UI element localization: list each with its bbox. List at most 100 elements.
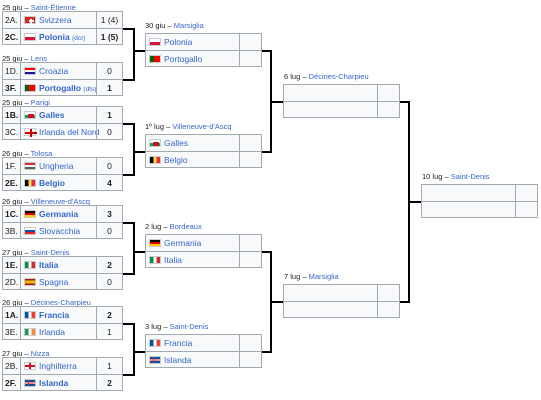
wales-flag-icon [149,139,161,147]
team-name-link[interactable]: Islanda [164,355,192,365]
team-name-link[interactable]: Francia [39,310,70,320]
venue-link[interactable]: Bordeaux [169,222,202,231]
team-cell: Slovacchia [24,223,80,239]
date-separator: – [22,349,31,358]
team-name-link[interactable]: Irlanda del Nord [39,127,100,137]
england-flag-icon [24,362,36,370]
team-name-link[interactable]: Italia [39,260,59,270]
team-name-link[interactable]: Portogallo [164,54,203,64]
bracket-connector [400,101,409,103]
score-cell: 0 [96,158,122,174]
team-name-link[interactable]: Germania [39,209,79,219]
venue-link[interactable]: Marsiglia [308,272,339,281]
bracket-connector [133,151,145,153]
bracket-connector [123,28,134,30]
venue-link[interactable]: Lens [30,54,48,63]
team-name-link[interactable]: Belgio [164,155,188,165]
team-name-link[interactable]: Croazia [39,66,69,76]
team-row: Francia [146,335,261,352]
team-cell: Portogallo [149,51,202,67]
seed-label: 3C. [3,124,21,140]
team-name-link[interactable]: Galles [164,138,189,148]
team-row: Italia [146,252,261,268]
qf-match-header: 1º lug – Villeneuve-d'Ascq [145,122,232,131]
result-note: (dcr) [72,35,86,42]
team-name-link[interactable]: Galles [39,110,65,120]
venue-link[interactable]: Villeneuve-d'Ascq [172,122,232,131]
score-cell: 0 [96,274,122,290]
venue-link[interactable]: Nizza [30,349,50,358]
team-name-link[interactable]: Svizzera [39,15,72,25]
team-cell: Francia [149,335,192,351]
venue-link[interactable]: Décines-Charpieu [30,298,91,307]
score-cell [377,85,399,101]
r16-match-header: 27 giu – Nizza [2,349,50,358]
seed-label: 2C. [3,29,21,45]
bracket-connector [123,174,134,176]
venue-link[interactable]: Saint-Étienne [30,3,76,12]
team-row [284,302,399,318]
venue-link[interactable]: Marsiglia [173,21,204,30]
team-name-link[interactable]: Francia [164,338,193,348]
team-cell: Germania [24,206,78,222]
team-name-link[interactable]: Slovacchia [39,226,81,236]
team-name-link[interactable]: Belgio [39,178,65,188]
bracket-connector [270,101,283,103]
team-name-link[interactable]: Spagna [39,277,69,287]
team-name-link[interactable]: Italia [164,255,182,265]
team-name-link[interactable]: Ungheria [39,161,74,171]
sf-match-header: 7 lug – Marsiglia [284,272,339,281]
bracket-connector [133,222,135,275]
bracket-connector [133,351,145,353]
date-separator: – [22,298,31,307]
team-name-link[interactable]: Inghilterra [39,361,77,371]
venue-link[interactable]: Parigi [30,98,50,107]
team-name-link[interactable]: Irlanda [39,327,65,337]
venue-link[interactable]: Tolosa [30,149,53,158]
score-cell [239,252,261,268]
venue-link[interactable]: Villeneuve-d'Ascq [30,197,91,206]
match-date: 2 lug [145,222,162,231]
northern-ireland-flag-icon [24,128,37,137]
team-name-link[interactable]: Polonia [39,32,70,42]
bracket-connector [123,222,134,224]
team-cell: Polonia (dcr) [24,29,85,45]
date-separator: – [22,149,31,158]
date-separator: – [22,98,31,107]
date-separator: – [161,222,170,231]
seed-label: 1E. [3,257,21,273]
iceland-flag-icon [24,379,36,387]
venue-link[interactable]: Saint-Denis [450,172,490,181]
team-name-link[interactable]: Polonia [164,37,193,47]
score-cell [377,285,399,301]
date-separator: – [22,248,31,257]
team-name-link[interactable]: Islanda [39,378,69,388]
bracket-connector [262,50,271,52]
team-cell: Belgio [24,175,65,191]
venue-link[interactable]: Saint-Denis [30,248,70,257]
team-name-link[interactable]: Portogallo [39,83,82,93]
score-cell: 1 [96,80,122,96]
match-date: 25 giu [2,3,23,12]
r16-match-header: 26 giu – Tolosa [2,149,52,158]
slovakia-flag-icon [24,227,36,235]
match-date: 27 giu [2,248,23,257]
venue-link[interactable]: Décines-Charpieu [308,72,369,81]
date-separator: – [442,172,451,181]
match-date: 27 giu [2,349,23,358]
score-cell: 4 [96,175,122,191]
team-cell: Irlanda [24,324,65,340]
portugal-flag-icon [24,84,36,92]
venue-link[interactable]: Saint-Denis [169,322,209,331]
team-name-link[interactable]: Germania [164,238,202,248]
team-row: Galles [146,135,261,152]
score-cell: 1 [96,107,122,123]
